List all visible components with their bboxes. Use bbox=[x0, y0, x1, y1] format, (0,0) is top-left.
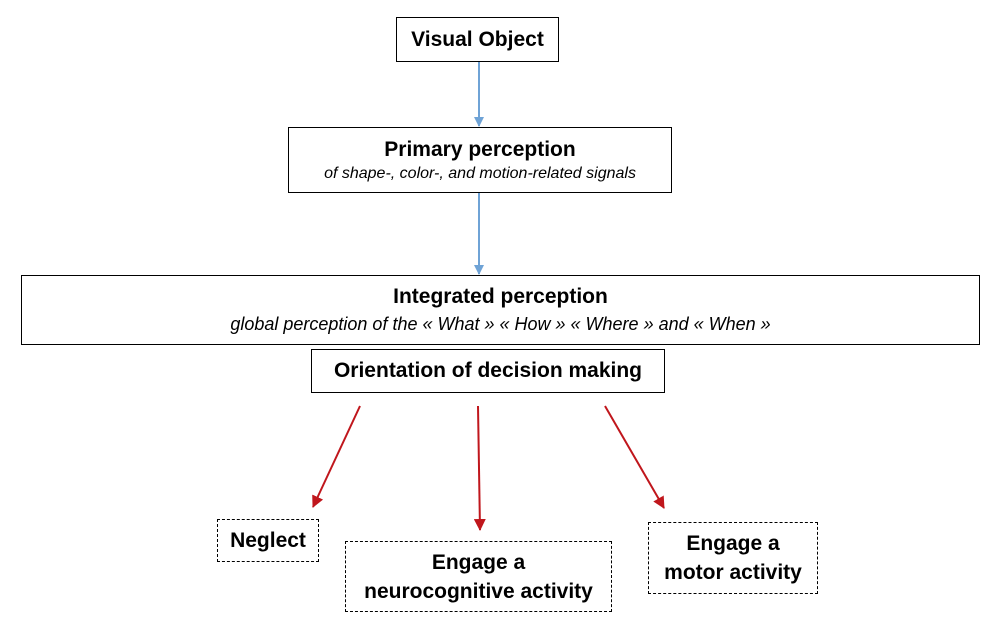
motor-activity-box: Engage a motor activity bbox=[648, 522, 818, 594]
motor-activity-line1: Engage a bbox=[686, 532, 780, 555]
arrow-to-motor bbox=[604, 405, 665, 509]
neglect-label: Neglect bbox=[230, 528, 306, 552]
orientation-label: Orientation of decision making bbox=[333, 359, 643, 382]
integrated-perception-subtitle: global perception of the « What » « How … bbox=[230, 314, 771, 334]
neurocognitive-line1: Engage a bbox=[431, 550, 526, 574]
motor-activity-line2: motor activity bbox=[664, 561, 802, 584]
arrow-to-neurocognitive bbox=[473, 405, 486, 531]
visual-object-label: Visual Object bbox=[411, 27, 544, 51]
visual-object-box: Visual Object bbox=[396, 17, 559, 62]
integrated-perception-title: Integrated perception bbox=[393, 285, 608, 308]
arrow-to-neglect bbox=[312, 405, 361, 508]
orientation-box: Orientation of decision making bbox=[311, 349, 665, 393]
primary-perception-box: Primary perception of shape-, color-, an… bbox=[288, 127, 672, 193]
neurocognitive-box: Engage a neurocognitive activity bbox=[345, 541, 612, 612]
primary-perception-title: Primary perception bbox=[384, 137, 576, 161]
primary-perception-subtitle: of shape-, color-, and motion-related si… bbox=[324, 164, 636, 182]
integrated-perception-box: Integrated perception global perception … bbox=[21, 275, 980, 345]
neglect-box: Neglect bbox=[217, 519, 319, 562]
neurocognitive-line2: neurocognitive activity bbox=[364, 579, 593, 603]
